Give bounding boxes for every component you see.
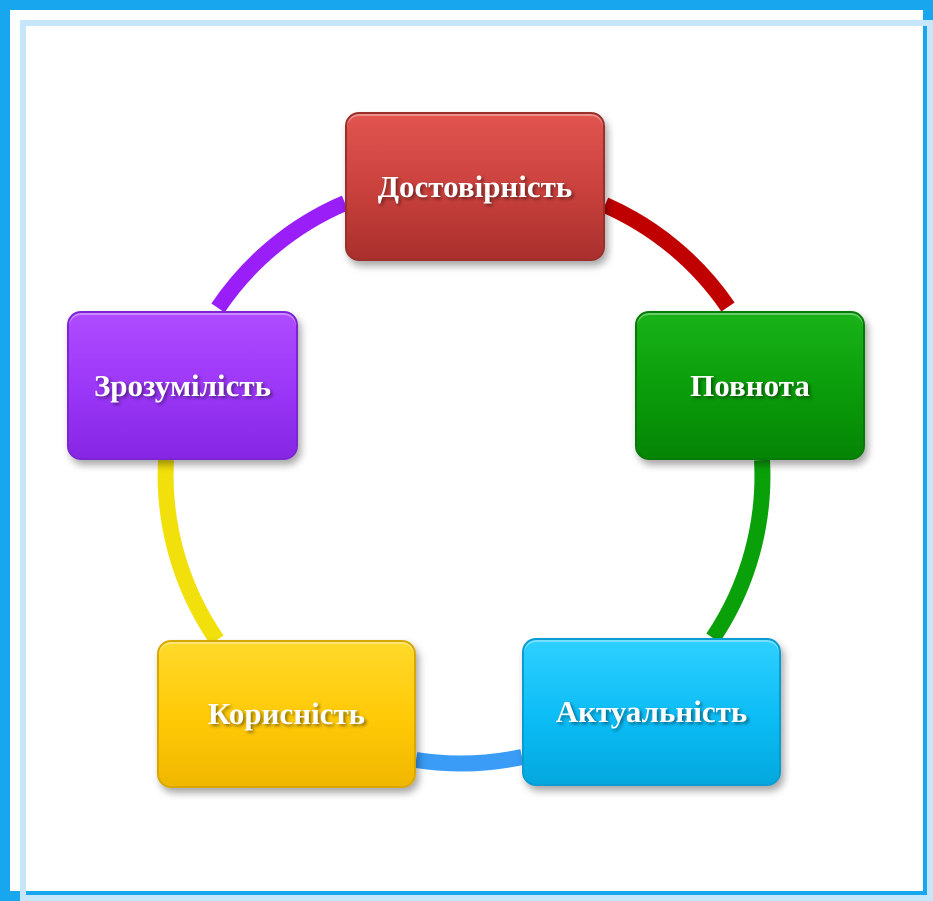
node-usefulness: Корисність: [157, 640, 416, 788]
node-clarity: Зрозумілість: [67, 311, 298, 460]
node-relevance: Актуальність: [522, 638, 781, 786]
connector-relevance-usefulness: [414, 749, 524, 772]
connector-usefulness-clarity: [157, 459, 224, 645]
node-clarity-label: Зрозумілість: [93, 367, 272, 403]
node-reliability: Достовірність: [345, 112, 605, 261]
node-completeness: Повнота: [635, 311, 865, 460]
page-frame-inner: [20, 20, 933, 901]
connector-completeness-relevance: [706, 459, 771, 643]
node-relevance-label: Актуальність: [555, 694, 748, 729]
connector-clarity-reliability: [211, 195, 349, 313]
node-usefulness-label: Корисність: [207, 696, 366, 731]
node-reliability-label: Достовірність: [377, 168, 573, 204]
node-completeness-label: Повнота: [690, 367, 810, 403]
connector-reliability-completeness: [601, 197, 735, 312]
